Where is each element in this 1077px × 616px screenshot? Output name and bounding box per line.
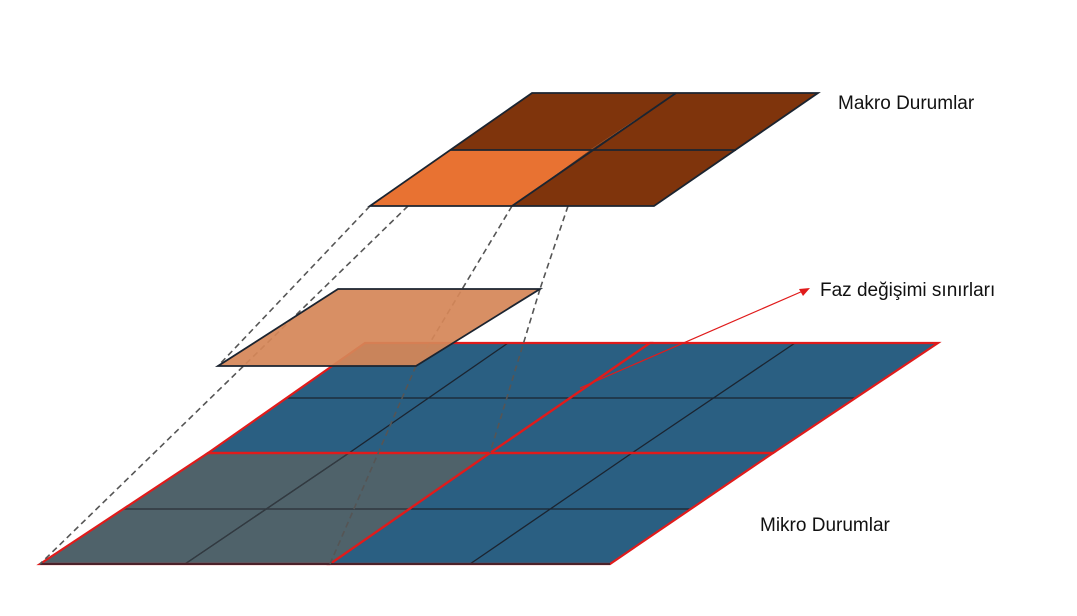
phase-boundary-arrow bbox=[579, 288, 810, 389]
macro-states-label: Makro Durumlar bbox=[838, 93, 975, 114]
macro-cell-front-left-highlight bbox=[370, 150, 590, 206]
macro-cell-back-right bbox=[590, 93, 818, 150]
macro-states-layer bbox=[367, 92, 821, 207]
macro-cell-front-right bbox=[512, 150, 736, 206]
projected-cell bbox=[214, 288, 544, 367]
phase-boundaries-label: Faz değişimi sınırları bbox=[820, 280, 996, 301]
micro-states-label: Mikro Durumlar bbox=[760, 515, 890, 536]
macro-cell-back-left bbox=[450, 93, 676, 150]
projected-cell-layer bbox=[214, 288, 544, 367]
